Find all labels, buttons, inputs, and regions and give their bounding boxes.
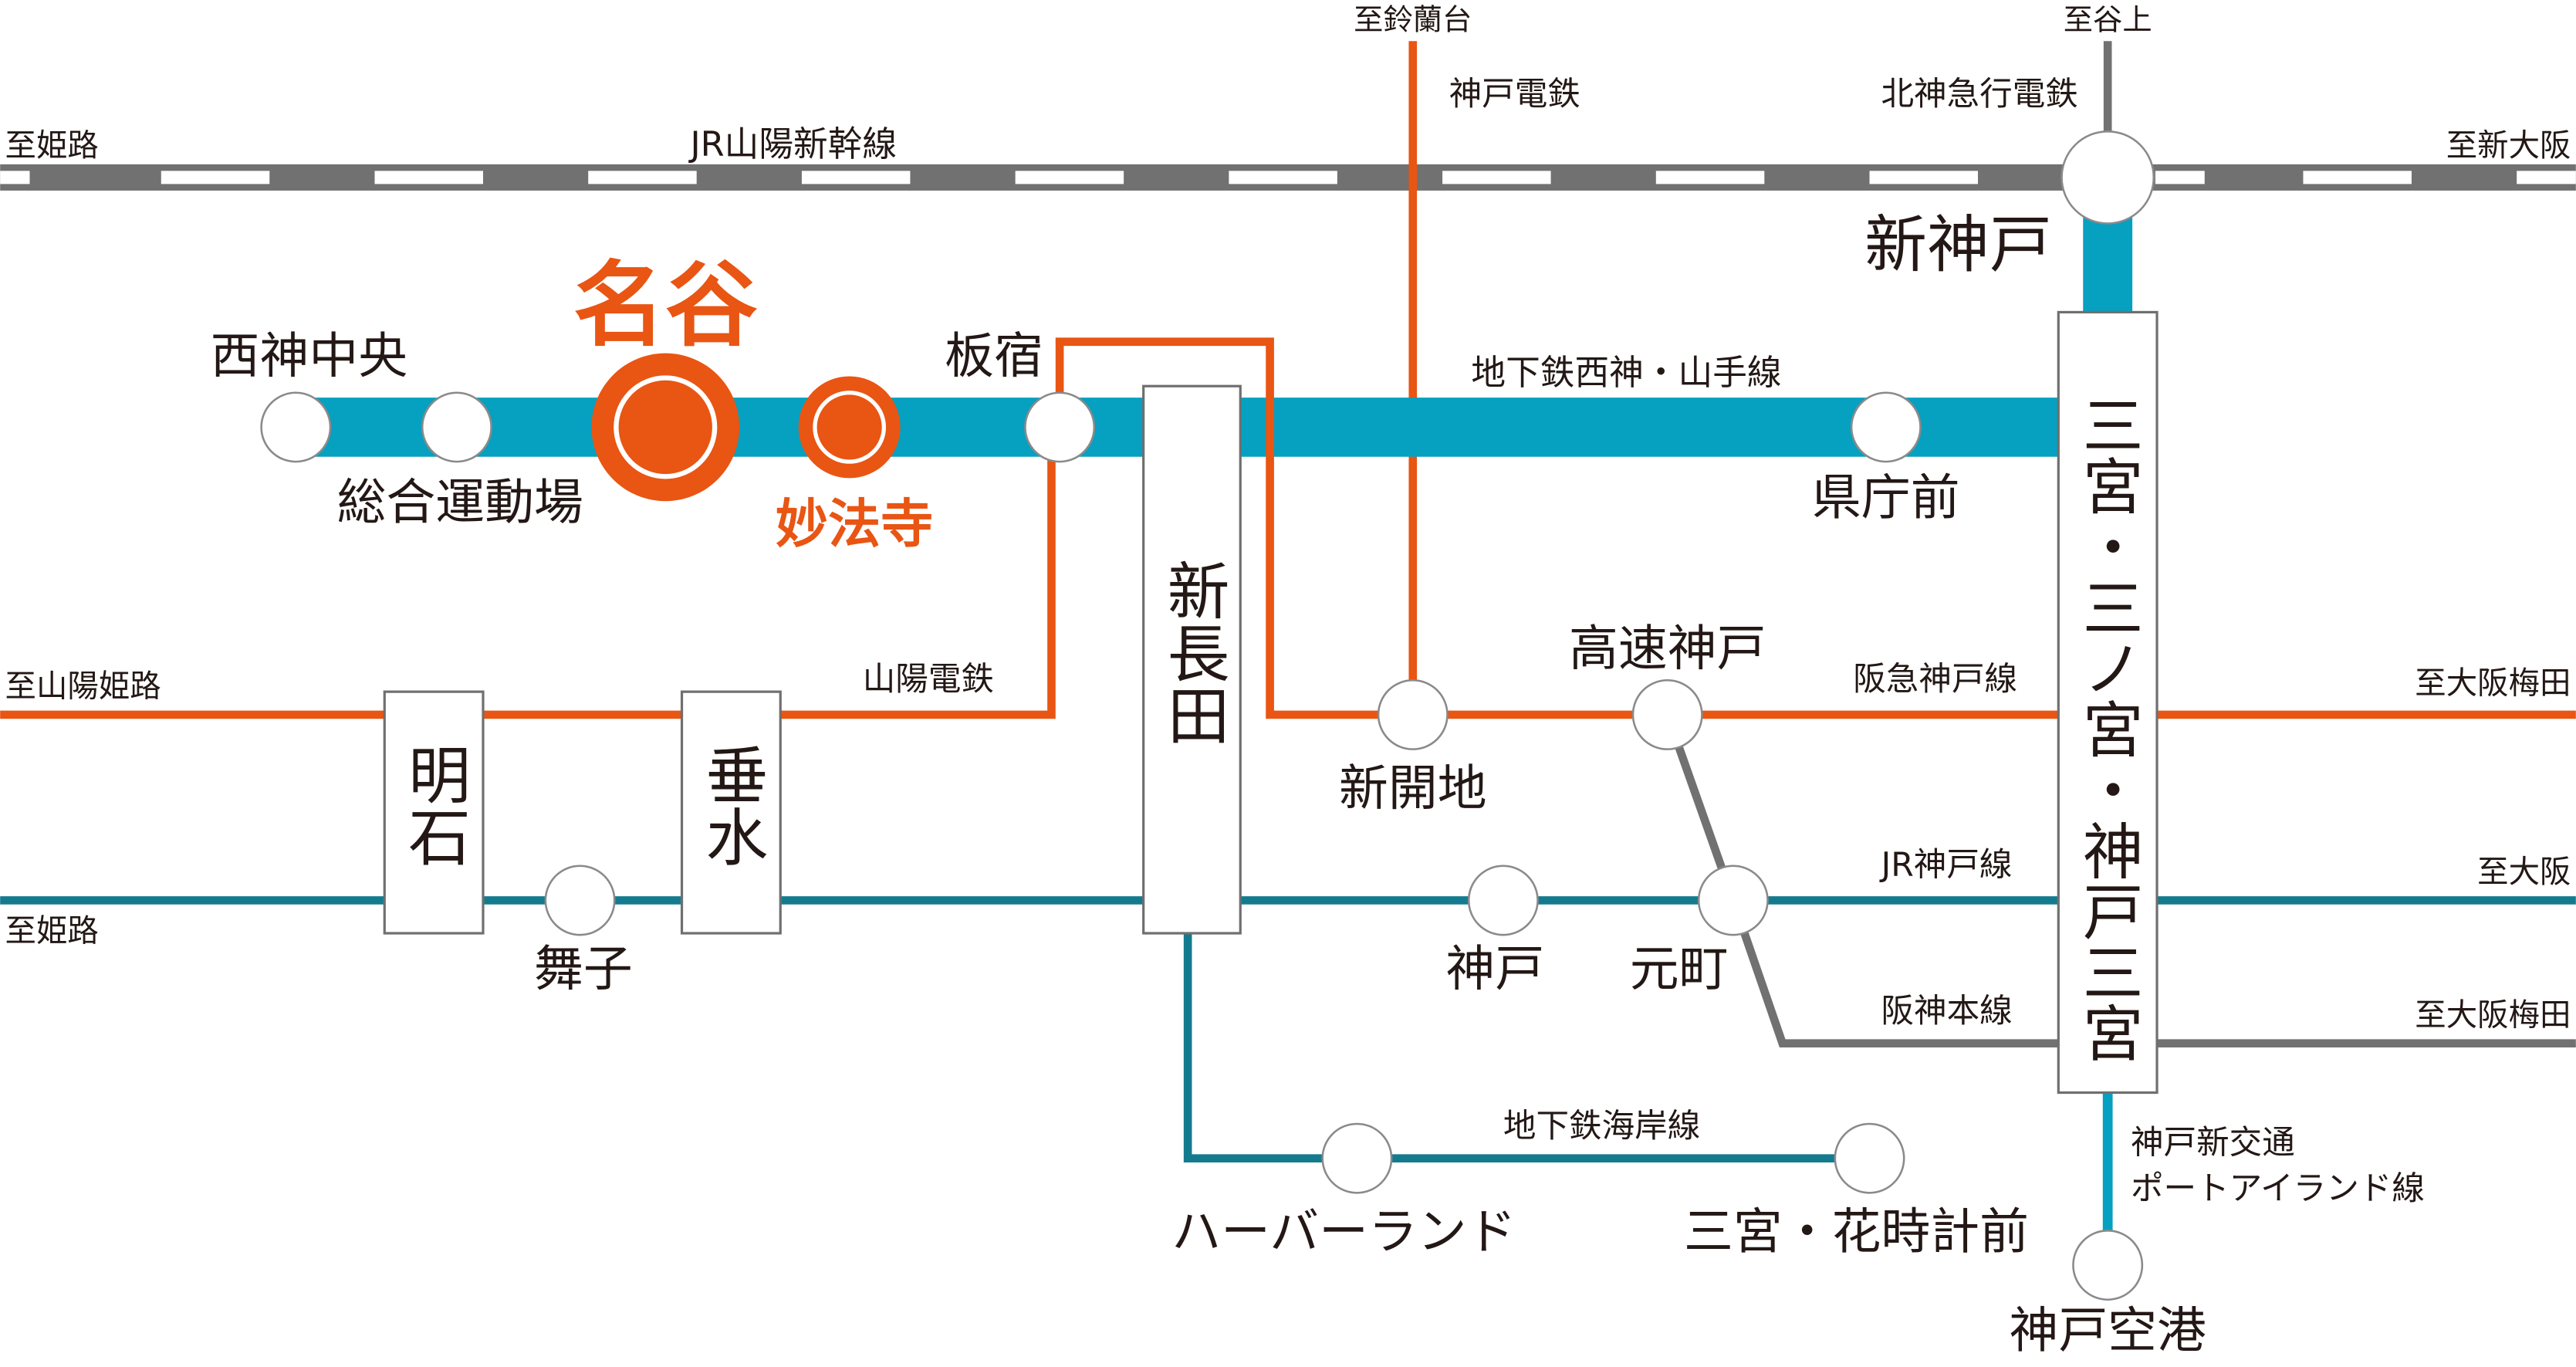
direction-label: 至大阪 [2477,853,2571,890]
station-kobe[interactable] [1467,865,1539,936]
station-shin-nagata[interactable] [1142,384,1242,935]
direction-label: 至姫路 [5,912,99,949]
station-label: 三宮・花時計前 [1684,1204,2029,1261]
station-label-highlight: 妙法寺 [776,493,933,555]
line-label-kobe-dentetsu: 神戸電鉄 [1449,75,1580,113]
station-label: 西神中央 [211,328,407,385]
station-label: 高速神戸 [1569,621,1766,678]
line-label-hanshin: 阪神本線 [1881,992,2012,1030]
direction-label: 至姫路 [5,127,99,164]
station-harborland[interactable] [1321,1122,1393,1194]
station-label: 元町 [1630,941,1729,998]
station-itayado[interactable] [1024,391,1096,463]
station-label: ハーバーランド [1171,1204,1516,1261]
line-label-hankyu: 阪急神戸線 [1853,660,2017,699]
station-label: 県庁前 [1812,469,1960,526]
hanshin-line [1663,713,2576,1047]
station-maiko[interactable] [544,865,616,936]
station-seishin-chuo[interactable] [260,391,332,463]
kaigan-line [1183,900,1870,1162]
station-label: 明石 [397,743,470,868]
station-shinkaichi[interactable] [1377,678,1449,750]
direction-label: 至新大阪 [2446,127,2571,164]
station-akashi[interactable] [383,690,485,935]
station-sannomiya-hanadokei[interactable] [1834,1122,1905,1194]
station-shin-kobe[interactable] [2060,130,2155,225]
station-label: 舞子 [534,941,633,998]
direction-label: 至谷上 [2064,2,2152,37]
station-label: 神戸 [1445,941,1544,998]
station-label: 総合運動場 [337,475,583,532]
direction-label: 至大阪梅田 [2415,664,2571,701]
station-myodani[interactable] [591,353,740,502]
line-label-hokushin: 北神急行電鉄 [1881,75,2077,113]
station-label: 神戸空港 [2009,1302,2206,1359]
line-label-seishin-yamate: 地下鉄西神・山手線 [1471,353,1781,393]
line-label-kaigan: 地下鉄海岸線 [1503,1107,1700,1145]
hankyu-line [1055,337,2576,719]
station-kosoku-kobe[interactable] [1631,678,1703,750]
station-myohoji[interactable] [798,376,901,479]
station-tarumi[interactable] [680,690,782,935]
line-label-jr-kobe: JR神戸線 [1879,846,2013,885]
station-label: 新開地 [1339,760,1487,817]
line-label-portliner: 神戸新交通 [2131,1123,2295,1162]
line-label-shinkansen: JR山陽新幹線 [688,124,897,164]
station-motomachi[interactable] [1697,865,1769,936]
station-label: 新神戸 [1864,209,2052,282]
station-sogo-undojo[interactable] [421,391,492,463]
direction-label: 至山陽姫路 [5,668,161,705]
station-sannomiya[interactable] [2057,310,2158,1095]
station-kobe-airport[interactable] [2072,1230,2144,1301]
line-label-portliner: ポートアイランド線 [2131,1169,2425,1208]
station-label: 新長田 [1157,559,1229,746]
shinkansen-line [0,164,2576,191]
station-label-highlight: 名谷 [573,251,757,359]
station-label: 垂水 [695,743,767,868]
sanyo-line [0,427,1056,719]
station-label: 三宮・三ノ宮・神戸三宮 [2072,394,2143,1063]
direction-label: 至鈴蘭台 [1354,2,1472,37]
line-label-sanyo: 山陽電鉄 [863,660,994,699]
direction-label: 至大阪梅田 [2415,996,2571,1033]
station-label: 板宿 [945,328,1043,385]
station-kenchomae[interactable] [1850,391,1922,463]
